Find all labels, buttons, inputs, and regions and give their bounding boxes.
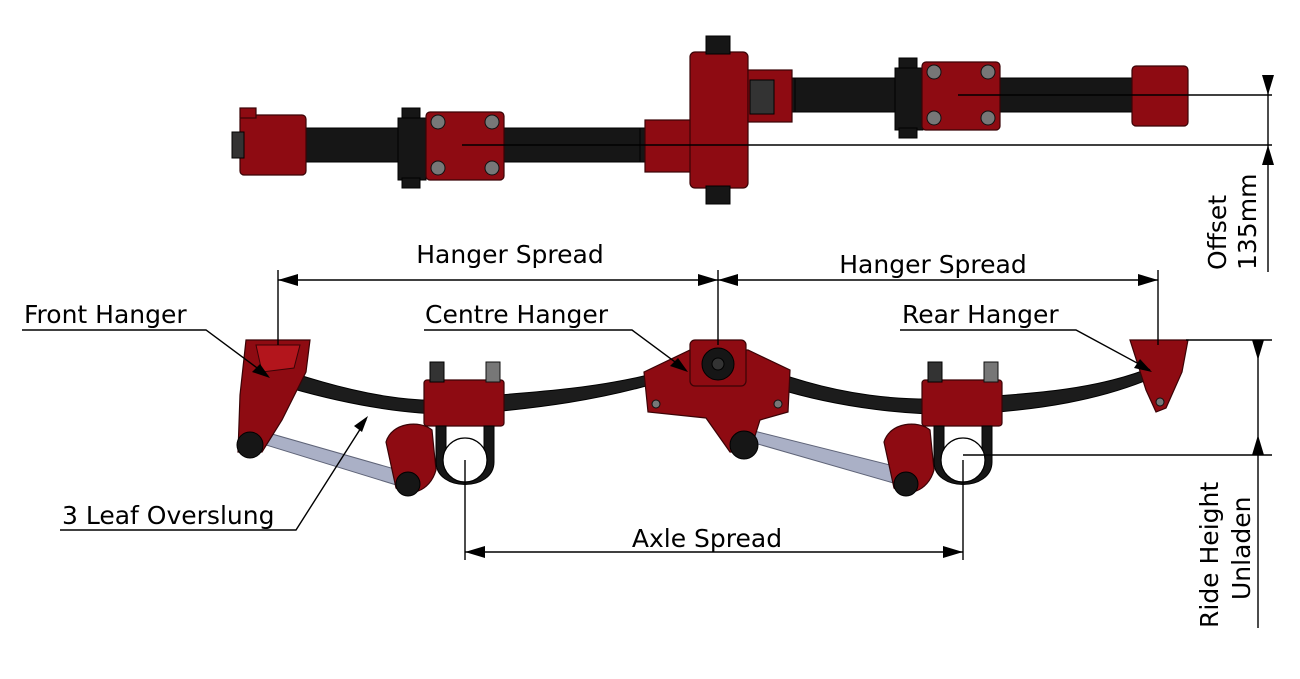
front-hanger-label: Front Hanger xyxy=(24,300,187,329)
axle-spread-label: Axle Spread xyxy=(632,524,782,553)
rear-hanger-label: Rear Hanger xyxy=(902,300,1059,329)
centre-hanger xyxy=(643,339,791,460)
left-hub xyxy=(239,114,307,176)
leader-rear-hanger xyxy=(900,329,1151,371)
arrow-rh-top xyxy=(1252,340,1264,360)
leader-front-hanger xyxy=(22,329,269,377)
ride-height-label: Ride Height xyxy=(1195,482,1224,628)
leader-centre-hanger-arrow xyxy=(670,358,688,372)
right-hub xyxy=(1131,65,1189,127)
hanger-spread-right-label: Hanger Spread xyxy=(839,250,1026,279)
arrow-hs-centre-right xyxy=(718,274,738,286)
leader-front-hanger-arrow xyxy=(252,364,270,378)
right-spring-plate xyxy=(894,57,1001,139)
centre-hanger-label: Centre Hanger xyxy=(425,300,609,329)
top-view xyxy=(231,35,1274,272)
left-hub-top xyxy=(239,107,257,119)
ride-height-unladen-label: Unladen xyxy=(1227,496,1256,600)
offset-arrow-bottom xyxy=(1262,145,1274,165)
leaf-spring-label: 3 Leaf Overslung xyxy=(62,501,274,530)
arrow-as-right xyxy=(943,546,963,558)
leader-centre-hanger xyxy=(424,329,687,371)
centre-hanger-top xyxy=(644,35,793,205)
arrow-hs-right xyxy=(1138,274,1158,286)
offset-arrow-top xyxy=(1262,75,1274,95)
leader-rear-hanger-arrow xyxy=(1134,359,1152,372)
leader-leaf-spring-arrow xyxy=(354,416,368,432)
offset-label: Offset xyxy=(1203,195,1232,270)
offset-value: 135mm xyxy=(1233,174,1262,270)
hanger-spread-left-label: Hanger Spread xyxy=(416,240,603,269)
arrow-hs-centre-left xyxy=(698,274,718,286)
arrow-hs-left xyxy=(278,274,298,286)
left-hub-cap xyxy=(231,131,245,159)
front-axle-assembly xyxy=(385,361,505,497)
left-spring-plate xyxy=(397,107,505,189)
rear-axle-assembly xyxy=(883,361,1003,497)
arrow-as-left xyxy=(465,546,485,558)
leader-leaf-spring xyxy=(60,419,367,531)
arrow-rh-bottom xyxy=(1252,435,1264,455)
side-view xyxy=(22,270,1272,628)
